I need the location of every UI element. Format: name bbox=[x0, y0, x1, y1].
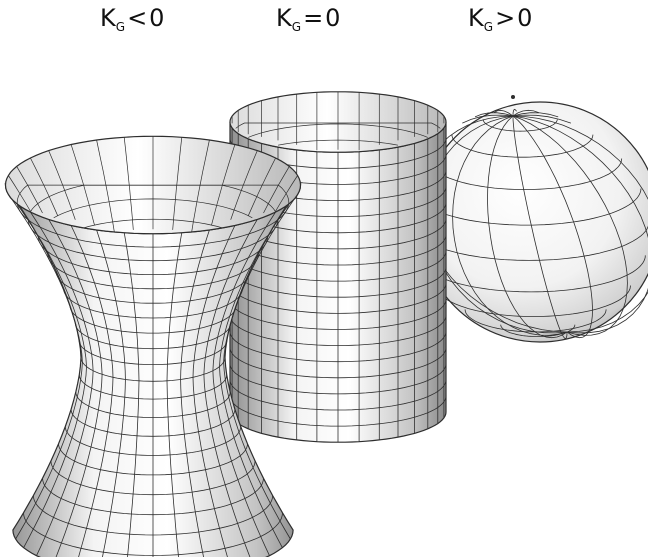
hyperboloid-inner-meridian bbox=[123, 137, 134, 230]
curvature-labels: KG<0 KG=0 KG>0 bbox=[0, 0, 648, 50]
hyperboloid-outer-meridian bbox=[180, 229, 210, 557]
sphere-meridian bbox=[512, 112, 559, 118]
hyperboloid-outer-meridian bbox=[96, 229, 126, 557]
hyperboloid-outer-meridian bbox=[203, 219, 258, 557]
hyperboloid-inner-meridian bbox=[263, 166, 290, 214]
sphere-meridian bbox=[512, 108, 517, 117]
hyperboloid-outer-meridian bbox=[123, 232, 140, 557]
hyperboloid-outer-meridian bbox=[70, 225, 114, 557]
hyperboloid-outer-meridian bbox=[48, 219, 103, 557]
sphere-meridian bbox=[512, 115, 628, 336]
sphere-meridian bbox=[512, 115, 648, 334]
hyperboloid-outer-meridian bbox=[30, 211, 94, 556]
sphere-meridian bbox=[512, 115, 568, 340]
sphere-latitude bbox=[451, 134, 594, 158]
label-negative-curvature: KG<0 bbox=[100, 4, 165, 34]
sphere-outline bbox=[419, 101, 648, 343]
hyperboloid-inner-meridian bbox=[8, 175, 31, 212]
cylinder-surface bbox=[229, 91, 447, 443]
hyperboloid-inner-meridian bbox=[191, 139, 210, 232]
sphere-meridian bbox=[512, 114, 572, 124]
sphere-meridian bbox=[512, 115, 593, 339]
hyperboloid-outer-meridian bbox=[212, 211, 276, 556]
hyperboloid-inner-meridian bbox=[48, 150, 76, 220]
hyperboloid-inner-meridian bbox=[247, 157, 276, 216]
hyperboloid-inner-meridian bbox=[211, 144, 236, 226]
label-positive-curvature: KG>0 bbox=[468, 4, 533, 34]
label-zero-curvature: KG=0 bbox=[276, 4, 341, 34]
hyperboloid-outer-meridian bbox=[166, 232, 183, 557]
sphere-meridian bbox=[474, 112, 514, 118]
sphere-latitude bbox=[435, 285, 631, 317]
sphere-meridian bbox=[462, 114, 514, 124]
hyperboloid-outer-meridian bbox=[8, 194, 83, 540]
sphere-meridian bbox=[452, 115, 568, 336]
hyperboloid-inner-meridian bbox=[16, 166, 43, 214]
sphere-meridian bbox=[493, 109, 514, 117]
sphere-latitude bbox=[500, 324, 576, 338]
hyperboloid-inner-meridian bbox=[96, 139, 115, 232]
hyperboloid-outer-meridian bbox=[192, 225, 236, 557]
hyperboloid-inner-meridian bbox=[30, 157, 59, 216]
hyperboloid-outer-meridian bbox=[223, 194, 298, 540]
sphere-meridian bbox=[512, 115, 648, 333]
sphere-latitude bbox=[482, 119, 558, 132]
hyperboloid-inner-meridian bbox=[275, 175, 298, 212]
sphere-meridian bbox=[512, 109, 540, 117]
sphere-pole bbox=[511, 95, 515, 99]
hyperboloid-inner-meridian bbox=[70, 144, 95, 226]
hyperboloid-outer-meridian bbox=[219, 203, 290, 548]
hyperboloid-inner-meridian bbox=[172, 137, 183, 230]
hyperboloid-surface bbox=[4, 135, 302, 557]
hyperboloid-inner-meridian bbox=[230, 150, 258, 220]
hyperboloid-outer-meridian bbox=[16, 203, 87, 548]
